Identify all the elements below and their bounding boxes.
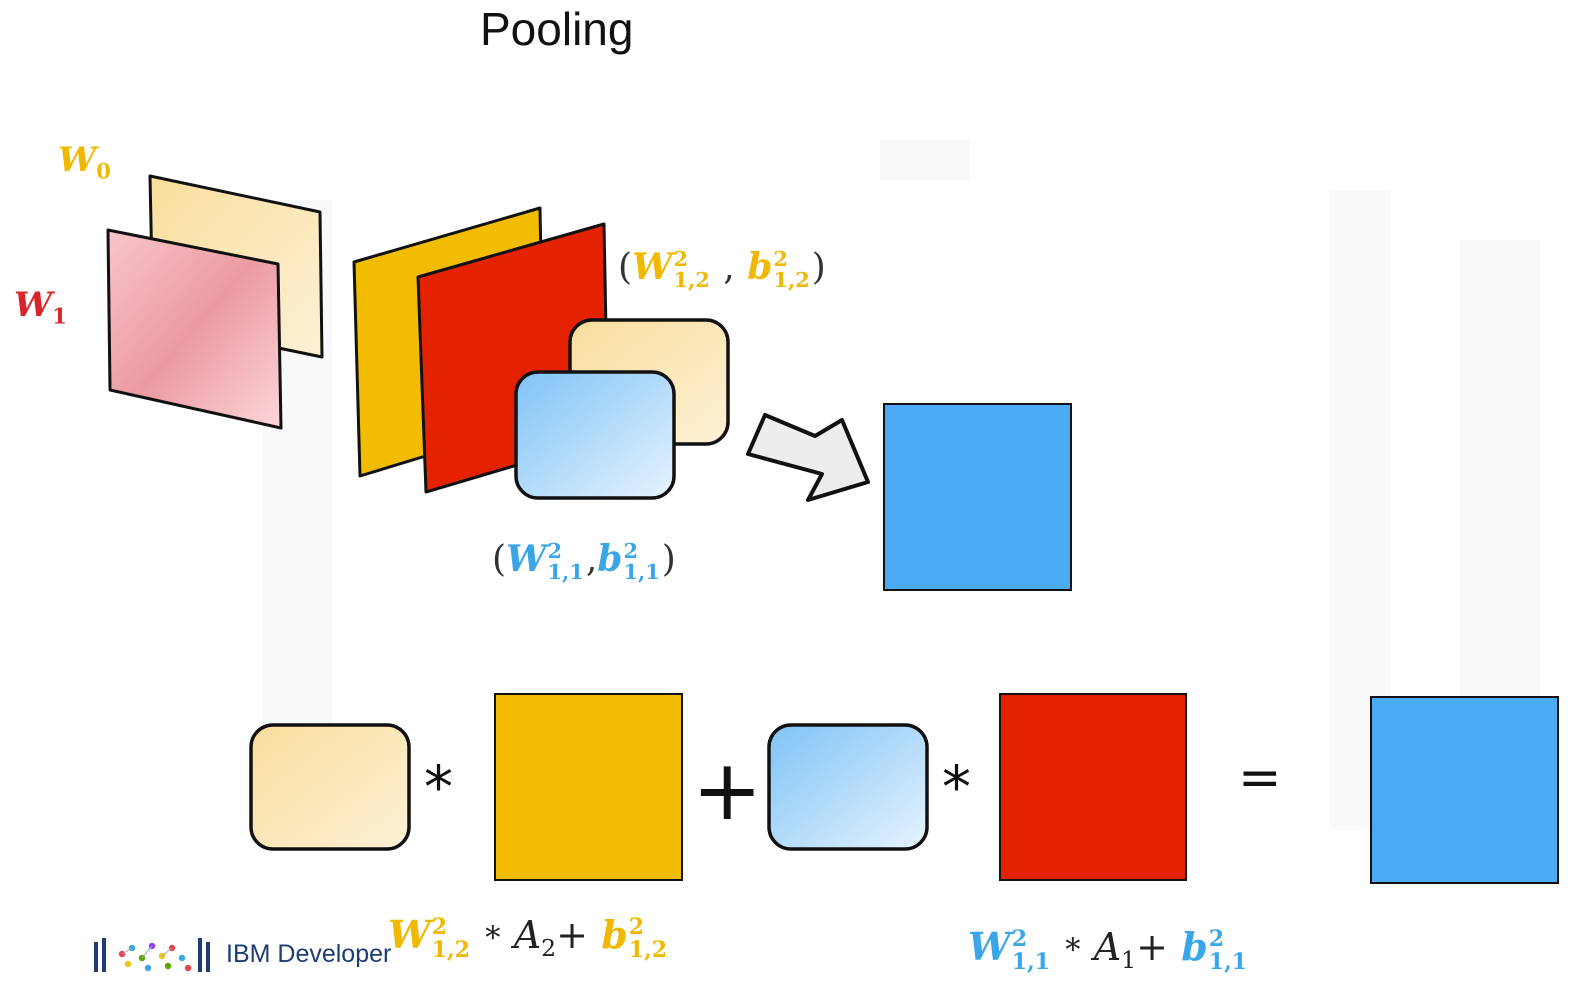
arrow-right-icon xyxy=(746,413,870,502)
equals-sign: = xyxy=(1238,748,1282,808)
eq-yellow-map xyxy=(494,693,683,881)
eq-blue-kernel xyxy=(767,723,929,851)
w1-feature-map xyxy=(106,228,283,430)
page-title: Pooling xyxy=(480,3,634,55)
w0-label: W0 xyxy=(58,140,111,184)
eq-yellow-kernel xyxy=(249,723,411,851)
ibm-developer-logo: IBM Developer xyxy=(92,936,422,976)
ibm-developer-text: IBM Developer xyxy=(226,940,392,968)
eq-red-map xyxy=(999,693,1187,881)
w1-label: W1 xyxy=(14,285,67,329)
eq-blue-output xyxy=(1370,696,1559,884)
times-sign-2: * xyxy=(942,753,971,821)
blue-kernel xyxy=(514,370,676,500)
times-sign-1: * xyxy=(424,753,453,821)
output-blue-map xyxy=(883,403,1072,591)
plus-sign: + xyxy=(692,741,763,839)
ibm-developer-logo-icon xyxy=(94,938,210,972)
